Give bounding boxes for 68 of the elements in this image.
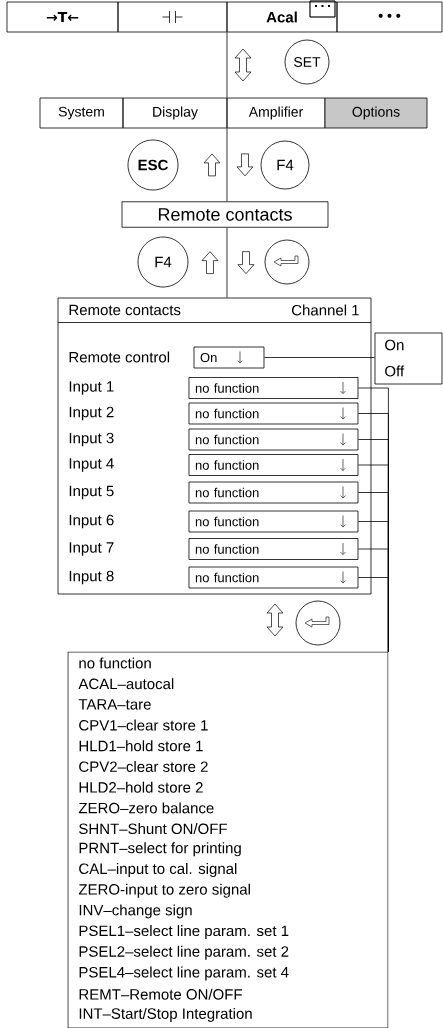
key-button: ESC — [127, 139, 179, 191]
dialog-window — [57, 297, 372, 595]
option-popup — [374, 332, 443, 385]
field-label: Input 1 — [69, 381, 114, 395]
key-button: F4 — [260, 140, 310, 190]
field-label: Input 6 — [69, 514, 114, 529]
field-label: Input 7 — [69, 542, 114, 556]
toolbar-cell: →T← — [6, 1, 119, 33]
list-item: ZERO–zero balance — [78, 802, 214, 814]
channel-label: Channel 1 — [292, 304, 359, 316]
connector-line — [226, 128, 228, 202]
block-arrow — [201, 251, 219, 274]
menu-box: Remote contacts — [121, 201, 329, 228]
list-item: REMT–Remote ON/OFF — [79, 988, 242, 1000]
tab: System — [39, 97, 124, 129]
list-item: ACAL–autocal — [78, 678, 174, 690]
block-arrow — [266, 603, 284, 637]
field-label: Input 4 — [69, 458, 114, 472]
key-button: SET — [284, 39, 330, 85]
tab: Display — [122, 97, 228, 129]
dropdown-field: On — [193, 346, 265, 369]
key-button — [295, 600, 341, 646]
key-button — [264, 239, 310, 285]
list-item: INT–Start/Stop Integration — [79, 1007, 252, 1022]
list-item: CPV1–clear store 1 — [79, 719, 208, 731]
connector-line — [226, 32, 228, 98]
list-item: PSEL2–select line param. set 2 — [79, 945, 289, 960]
field-label: Input 3 — [69, 432, 114, 447]
connector-line — [358, 577, 389, 652]
block-arrow — [237, 251, 255, 274]
block-arrow — [203, 153, 221, 177]
dropdown-field: no function — [188, 538, 359, 560]
dropdown-field: no function — [188, 402, 359, 425]
list-item: TARA–tare — [78, 699, 151, 710]
field-label: Input 2 — [69, 406, 114, 421]
list-item: PSEL1–select line param. set 1 — [79, 925, 289, 940]
dropdown-field: no function — [188, 377, 359, 399]
key-button: F4 — [137, 236, 189, 288]
field-label: Remote control — [69, 351, 170, 363]
connector-line — [264, 357, 375, 358]
list-item: INV–change sign — [79, 904, 192, 919]
toolbar-cell: • • • — [336, 1, 443, 33]
list-item: PRNT–select for printing — [79, 842, 241, 857]
field-label: Input 8 — [69, 570, 114, 585]
list-item: HLD1–hold store 1 — [79, 740, 203, 752]
dropdown-field: no function — [188, 454, 359, 476]
list-item: CPV2–clear store 2 — [79, 761, 208, 772]
connector-line — [226, 227, 228, 298]
list-item: HLD2–hold store 2 — [79, 781, 203, 793]
block-arrow — [234, 48, 252, 82]
option-item: On — [385, 339, 404, 351]
list-item: no function — [79, 657, 151, 669]
tab: Amplifier — [226, 97, 326, 129]
tab: Options — [324, 97, 428, 129]
option-item: Off — [385, 365, 405, 377]
dropdown-field: no function — [188, 510, 359, 533]
list-item: SHNT–Shunt ON/OFF — [79, 823, 227, 835]
option-list — [67, 651, 389, 1028]
dropdown-field: no function — [188, 428, 359, 451]
dialog-title: Remote contacts — [69, 304, 181, 316]
list-item: CAL–input to cal. signal — [79, 863, 237, 877]
dropdown-field: no function — [188, 481, 359, 504]
toolbar-cell: Acal — [226, 1, 338, 33]
list-item: ZERO-input to zero signal — [78, 883, 250, 898]
block-arrow — [236, 153, 254, 177]
field-label: Input 5 — [69, 485, 114, 500]
dropdown-field: no function — [188, 566, 359, 589]
list-item: PSEL4–select line param. set 4 — [79, 966, 289, 981]
